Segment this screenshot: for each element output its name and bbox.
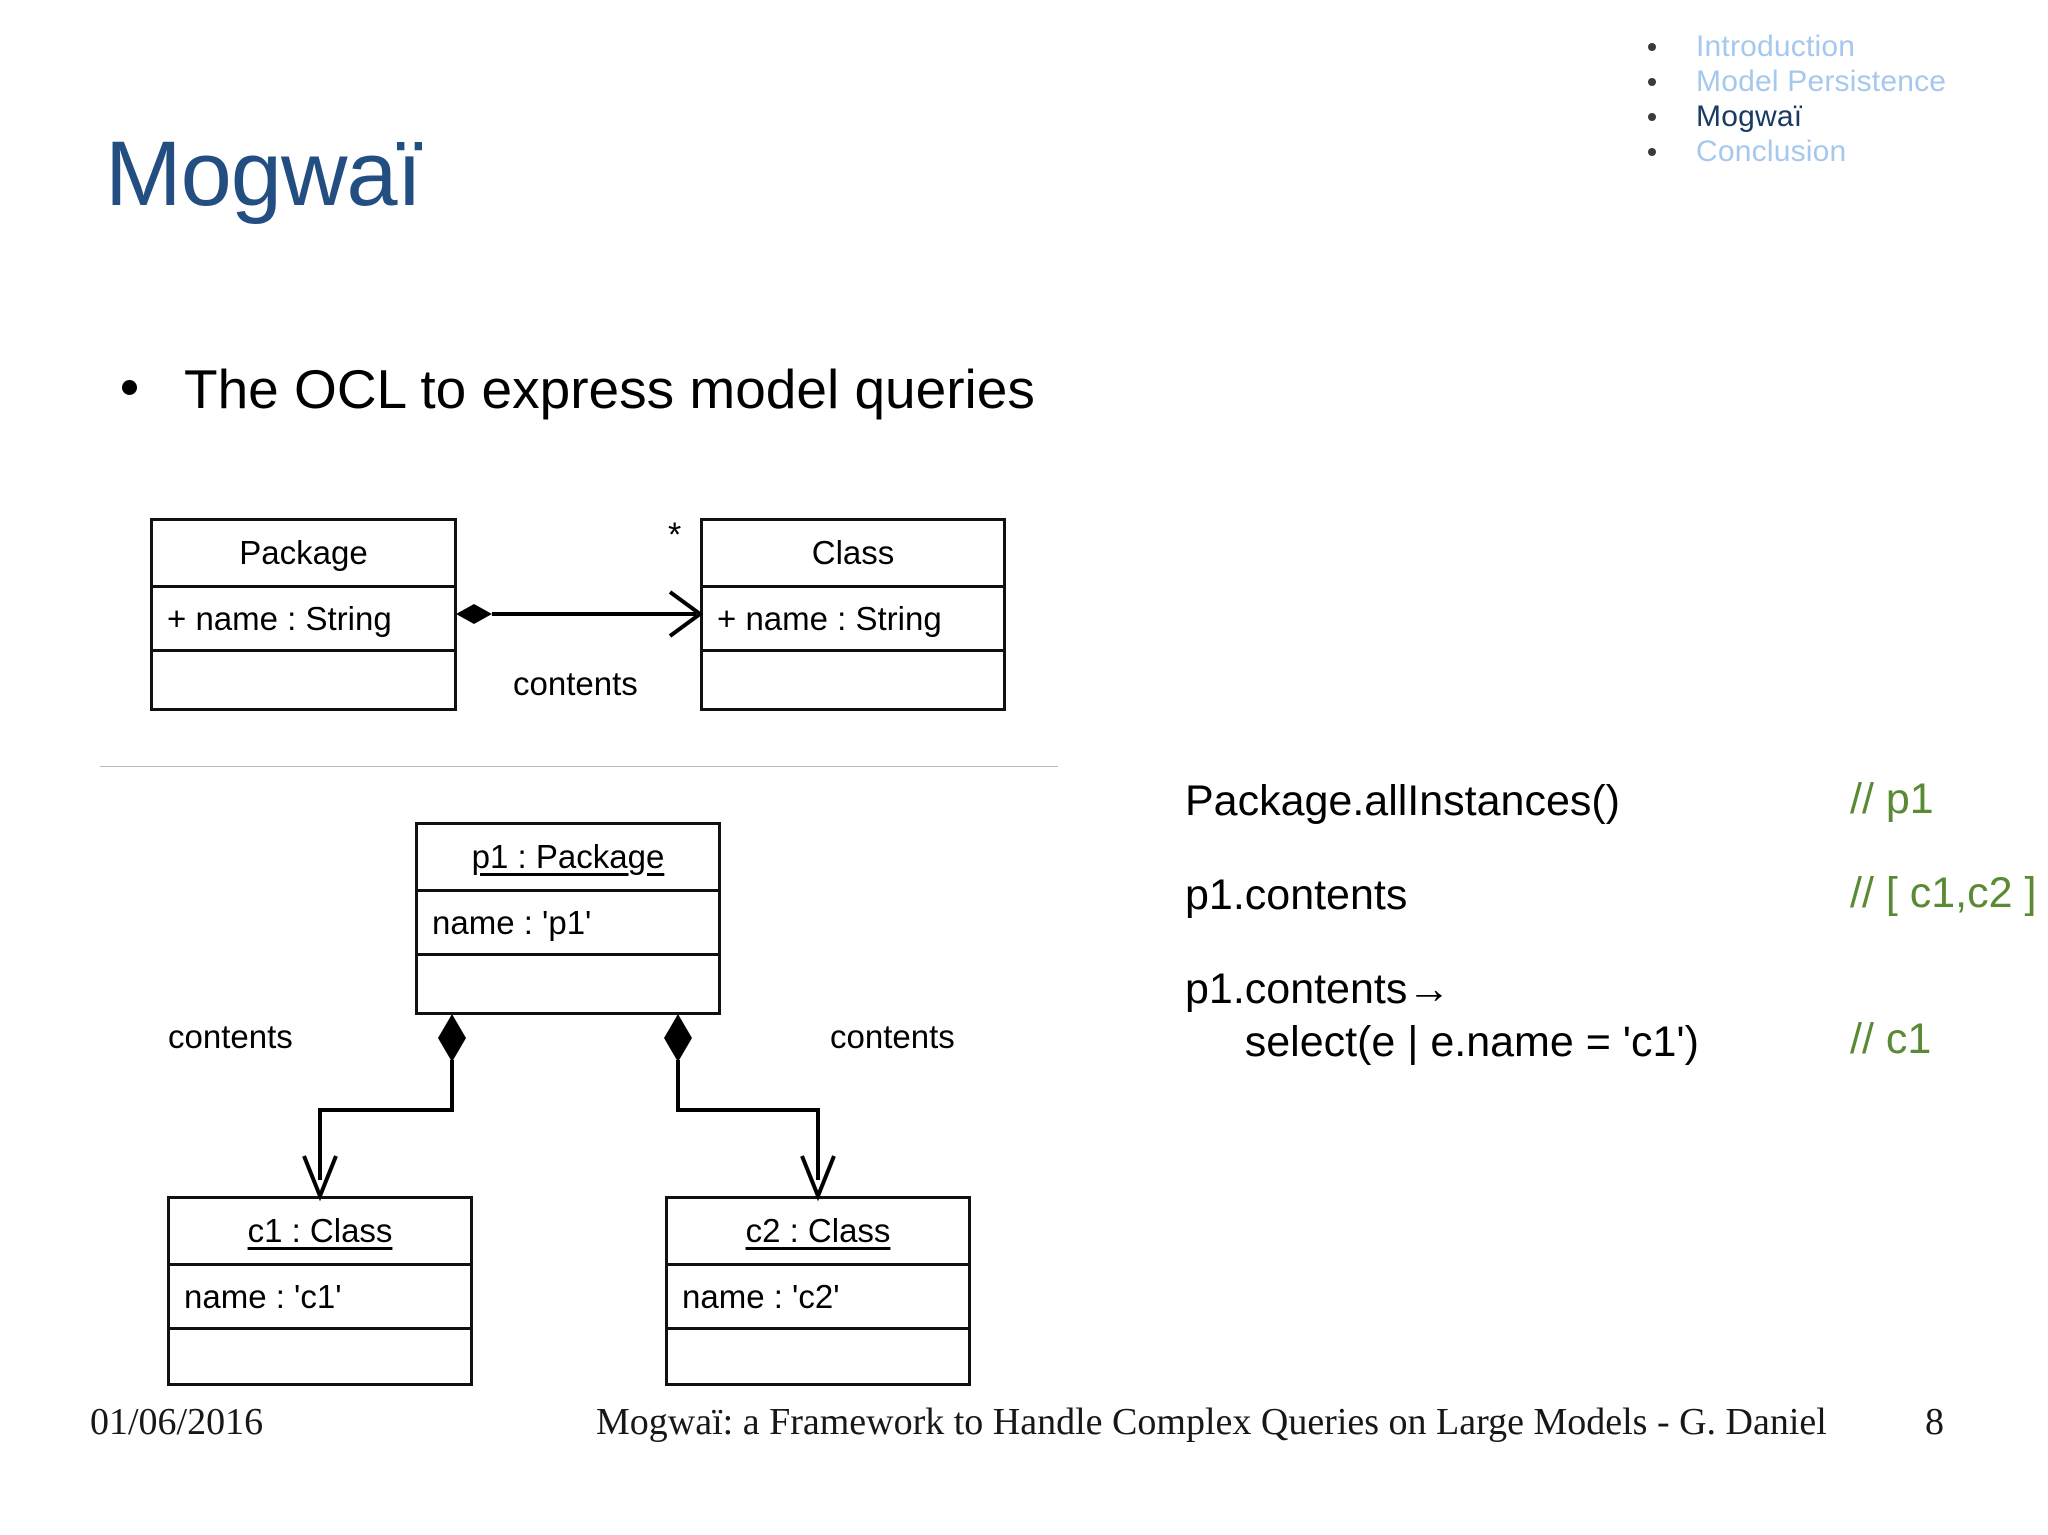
ocl-expression-list: Package.allInstances() // p1 p1.contents… — [1185, 775, 2048, 1110]
object-link-p1-c1 — [302, 1014, 466, 1202]
ocl-result-comment: // c1 — [1850, 1014, 1932, 1063]
object-box-c2-slot: name : 'c2' — [668, 1263, 968, 1327]
nav-item-label: Conclusion — [1696, 135, 1847, 168]
object-box-c1-empty — [170, 1327, 470, 1383]
object-box-c2: c2 : Class name : 'c2' — [665, 1196, 971, 1386]
multiplicity-label: * — [668, 516, 682, 554]
ocl-row: p1.contents // [ c1,c2 ] — [1185, 869, 2048, 923]
nav-item-label: Mogwaï — [1696, 100, 1803, 133]
class-box-class: Class + name : String — [700, 518, 1006, 711]
bullet-dot-icon — [1648, 43, 1656, 51]
object-box-p1-empty — [418, 953, 718, 1012]
object-box-c1: c1 : Class name : 'c1' — [167, 1196, 473, 1386]
footer-title: Mogwaï: a Framework to Handle Complex Qu… — [596, 1401, 1827, 1443]
class-box-package: Package + name : String — [150, 518, 457, 711]
ocl-result-comment: // [ c1,c2 ] — [1850, 868, 2037, 917]
class-box-class-name: Class — [811, 534, 895, 571]
ocl-expression: Package.allInstances() — [1185, 777, 1620, 825]
class-box-package-attribute: + name : String — [153, 585, 454, 649]
ocl-expression: p1.contents→ select(e | e.name = 'c1') — [1185, 964, 1699, 1067]
nav-item-introduction[interactable]: Introduction — [1648, 30, 2028, 65]
section-divider — [100, 766, 1058, 767]
content-bullet: The OCL to express model queries — [122, 357, 1035, 421]
nav-item-conclusion[interactable]: Conclusion — [1648, 135, 2028, 170]
nav-item-label: Model Persistence — [1696, 65, 1947, 98]
class-box-class-operations — [703, 649, 1003, 708]
object-box-p1-slot: name : 'p1' — [418, 889, 718, 953]
bullet-dot-icon — [1648, 78, 1656, 86]
object-box-c1-header-label: c1 : Class — [247, 1212, 393, 1249]
object-box-c2-header: c2 : Class — [668, 1199, 968, 1263]
content-bullet-label: The OCL to express model queries — [184, 358, 1035, 420]
object-box-c2-header-label: c2 : Class — [745, 1212, 891, 1249]
object-box-c1-header: c1 : Class — [170, 1199, 470, 1263]
object-box-c2-empty — [668, 1327, 968, 1383]
association-role-label: contents — [513, 665, 638, 702]
nav-item-mogwai[interactable]: Mogwaï — [1648, 100, 2028, 135]
class-box-class-attribute: + name : String — [703, 585, 1003, 649]
composition-association-edge — [456, 590, 704, 638]
object-link-label-right: contents — [830, 1018, 955, 1055]
object-link-label-left: contents — [168, 1018, 293, 1055]
ocl-row: Package.allInstances() // p1 — [1185, 775, 2048, 829]
bullet-dot-icon — [1648, 148, 1656, 156]
object-box-p1-header: p1 : Package — [418, 825, 718, 889]
object-box-p1: p1 : Package name : 'p1' — [415, 822, 721, 1015]
ocl-row: p1.contents→ select(e | e.name = 'c1') /… — [1185, 963, 2048, 1071]
bullet-dot-icon — [1648, 113, 1656, 121]
object-box-c1-slot: name : 'c1' — [170, 1263, 470, 1327]
section-navigation: Introduction Model Persistence Mogwaï Co… — [1648, 30, 2028, 170]
footer-date: 01/06/2016 — [90, 1401, 264, 1443]
footer-page-number: 8 — [1925, 1401, 1944, 1443]
slide-footer: 01/06/2016 Mogwaï: a Framework to Handle… — [0, 1400, 2048, 1460]
nav-item-label: Introduction — [1696, 30, 1856, 63]
class-box-package-name: Package — [239, 534, 368, 571]
bullet-dot-icon — [122, 380, 137, 395]
page-title: Mogwaï — [105, 123, 422, 225]
object-box-p1-header-label: p1 : Package — [471, 838, 665, 875]
ocl-expression: p1.contents — [1185, 870, 1408, 919]
ocl-result-comment: // p1 — [1850, 775, 1934, 823]
nav-item-model-persistence[interactable]: Model Persistence — [1648, 65, 2028, 100]
class-box-package-operations — [153, 649, 454, 708]
object-link-p1-c2 — [664, 1014, 836, 1202]
